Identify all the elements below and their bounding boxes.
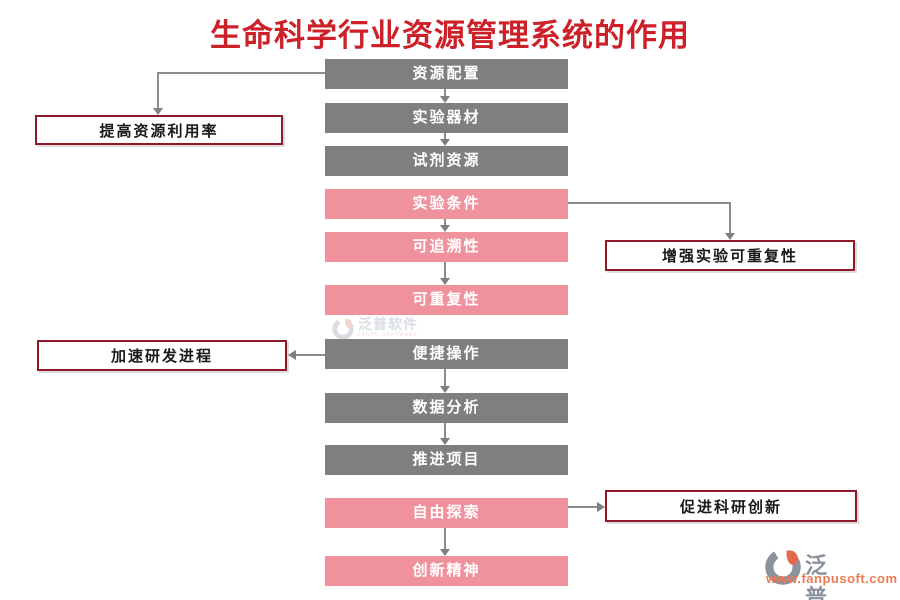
step-experiment-conditions: 实验条件 <box>325 189 568 219</box>
arrow-head-2-3 <box>440 139 450 146</box>
outcome-promote-research-innovation: 促进科研创新 <box>605 490 857 522</box>
step-lab-equipment: 实验器材 <box>325 103 568 133</box>
connector-condition-head <box>725 233 735 240</box>
connector-resource-h <box>158 72 325 74</box>
arrow-stem-7-8 <box>444 369 446 387</box>
connector-exploration-head <box>597 502 605 512</box>
watermark: 泛普软件 FANPU SOFTWARE <box>331 317 418 341</box>
step-convenient-operation: 便捷操作 <box>325 339 568 369</box>
step-traceability: 可追溯性 <box>325 232 568 262</box>
arrow-stem-4-5 <box>444 219 446 226</box>
connector-condition-v <box>729 202 731 234</box>
step-free-exploration: 自由探索 <box>325 498 568 528</box>
step-project-advancement: 推进项目 <box>325 445 568 475</box>
step-data-analysis: 数据分析 <box>325 393 568 423</box>
arrow-stem-5-6 <box>444 262 446 279</box>
brand-logo-text: 泛普软件 <box>805 553 829 600</box>
arrow-stem-10-11 <box>444 528 446 550</box>
arrow-head-1-2 <box>440 96 450 103</box>
page-title: 生命科学行业资源管理系统的作用 <box>210 18 690 53</box>
step-repeatability: 可重复性 <box>325 285 568 315</box>
connector-exploration-h <box>568 506 598 508</box>
arrow-head-4-5 <box>440 225 450 232</box>
arrow-stem-1-2 <box>444 89 446 97</box>
connector-operation-h <box>295 354 325 356</box>
step-resource-allocation: 资源配置 <box>325 59 568 89</box>
watermark-logo-text: 泛普软件 <box>358 316 418 332</box>
connector-resource-v <box>157 72 159 109</box>
connector-operation-head <box>288 350 296 360</box>
outcome-accelerate-rd-progress: 加速研发进程 <box>37 340 287 371</box>
fanpu-logo-icon <box>765 549 801 585</box>
arrow-stem-8-9 <box>444 423 446 439</box>
outcome-improve-resource-utilization: 提高资源利用率 <box>35 115 283 145</box>
arrow-stem-2-3 <box>444 133 446 140</box>
arrow-head-10-11 <box>440 549 450 556</box>
fanpu-logo-icon <box>332 318 354 340</box>
outcome-enhance-experiment-repeatability: 增强实验可重复性 <box>605 240 855 271</box>
arrow-head-5-6 <box>440 278 450 285</box>
brand-website: www.fanpusoft.com <box>766 571 898 586</box>
connector-resource-head <box>153 108 163 115</box>
watermark-sub-text: FANPU SOFTWARE <box>358 332 419 338</box>
connector-condition-h <box>568 202 731 204</box>
step-innovative-spirit: 创新精神 <box>325 556 568 586</box>
arrow-head-7-8 <box>440 386 450 393</box>
arrow-head-8-9 <box>440 438 450 445</box>
step-reagent-resources: 试剂资源 <box>325 146 568 176</box>
